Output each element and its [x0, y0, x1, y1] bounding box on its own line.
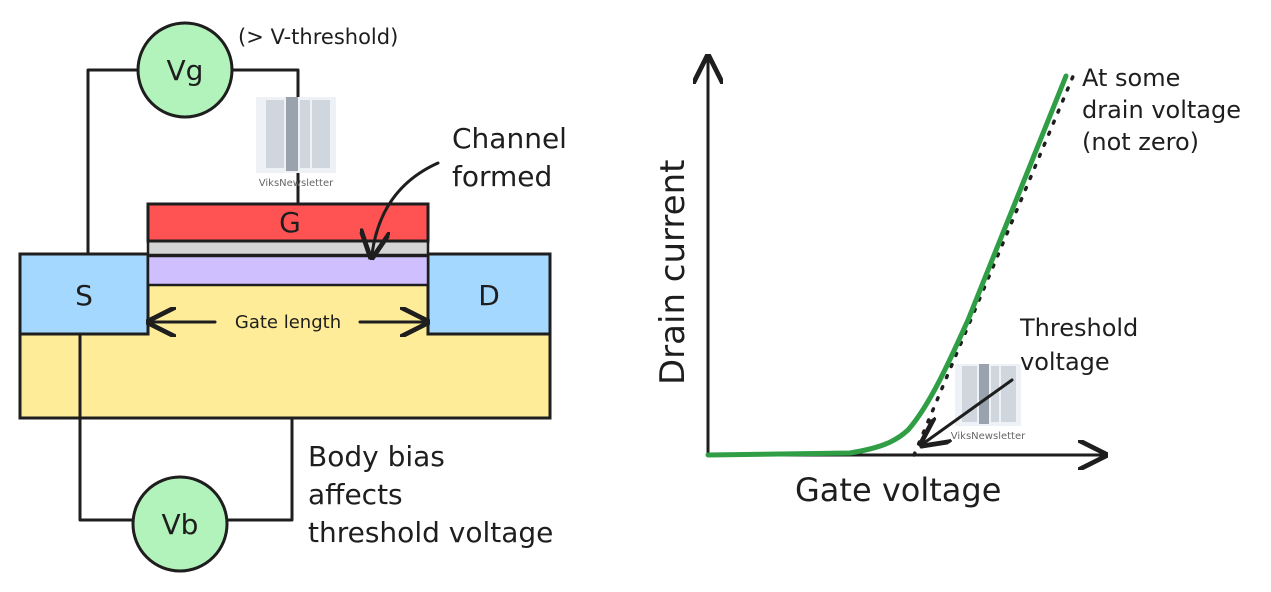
wire-source-to-vg — [86, 68, 140, 256]
body-upper-region — [148, 285, 428, 337]
body-substrate — [18, 332, 552, 420]
body-note-line3: threshold voltage — [308, 516, 553, 549]
channel-region — [146, 254, 430, 287]
gate-oxide — [146, 239, 430, 257]
drain-note-line3: (not zero) — [1082, 128, 1199, 156]
drain-label: D — [478, 279, 500, 312]
gate-length-label: Gate length — [235, 312, 341, 333]
channel-note-arrow — [372, 161, 440, 254]
channel-note-line2: formed — [452, 160, 552, 193]
gate-label: G — [279, 206, 301, 239]
wire-source-to-vb — [78, 332, 136, 522]
threshold-note-line2: voltage — [1020, 348, 1110, 376]
watermark-logo-left: ViksNewsletter — [256, 97, 336, 189]
drain-current-curve — [705, 73, 1069, 458]
source-region — [18, 252, 150, 336]
watermark-logo-right: ViksNewsletter — [951, 364, 1026, 442]
drain-note-line1: At some — [1082, 64, 1180, 92]
vthreshold-note: (> V-threshold) — [238, 25, 398, 49]
y-axis-label: Drain current — [653, 160, 693, 385]
vb-label: Vb — [162, 508, 199, 541]
body-note-line1: Body bias — [308, 440, 445, 473]
vb-meter — [131, 475, 229, 573]
watermark-text-right: ViksNewsletter — [951, 431, 1026, 442]
body-note-line2: affects — [308, 478, 403, 511]
tangent-dotted-line — [912, 72, 1076, 457]
wire-vb-to-body — [224, 416, 294, 522]
channel-note-line1: Channel — [452, 122, 567, 155]
threshold-note-line1: Threshold — [1019, 314, 1138, 342]
source-label: S — [75, 279, 93, 312]
id-vg-graph: Drain current Gate voltage At some drain… — [653, 60, 1241, 509]
vg-label: Vg — [167, 54, 204, 87]
vg-meter — [136, 21, 234, 119]
threshold-note-arrow — [924, 378, 1014, 443]
watermark-text-left: ViksNewsletter — [259, 178, 334, 189]
x-axis-label: Gate voltage — [795, 471, 1001, 509]
drain-region — [426, 252, 552, 336]
mosfet-device: G S D Gate length Vg (> V-threshold) Vb … — [18, 21, 567, 573]
drain-note-line2: drain voltage — [1082, 96, 1241, 124]
